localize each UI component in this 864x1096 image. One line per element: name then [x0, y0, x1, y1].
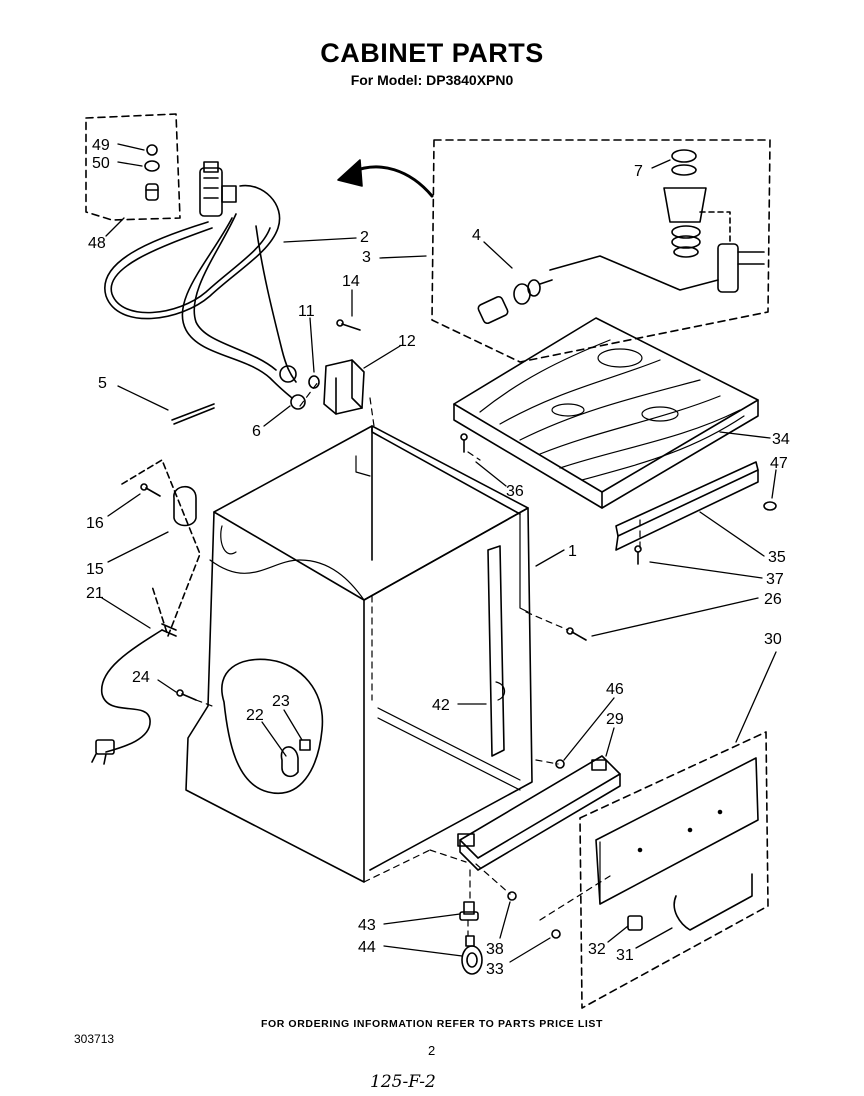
callout-47: 47 [770, 455, 788, 472]
part-47-screw [763, 501, 777, 511]
part-35-rail [615, 461, 759, 551]
callout-32: 32 [588, 941, 606, 958]
callout-numbers: 49 50 48 2 3 4 7 14 11 12 5 6 34 47 36 1… [86, 137, 790, 978]
callout-21: 21 [86, 585, 104, 602]
part-26-screw [566, 627, 587, 641]
group-box-30 [579, 731, 769, 1009]
callout-16: 16 [86, 515, 104, 532]
model-subtitle: For Model: DP3840XPN0 [350, 72, 514, 88]
part-15-strain-relief [173, 485, 197, 527]
part-42-channel [487, 545, 506, 757]
part-24-screw [176, 689, 197, 701]
callout-35: 35 [768, 549, 786, 566]
page-number: 2 [428, 1043, 436, 1058]
part-37-screw [634, 545, 642, 565]
part-46-screw [555, 759, 565, 769]
part-29-base-rail [457, 755, 621, 871]
part-16-screw [140, 483, 161, 497]
callout-23: 23 [272, 693, 290, 710]
callout-36: 36 [506, 483, 524, 500]
hose-assembly [104, 161, 306, 410]
direction-arrow [337, 159, 434, 198]
callout-31: 31 [616, 947, 634, 964]
callout-12: 12 [398, 333, 416, 350]
part-11-washer [308, 375, 320, 389]
part-14-screw [336, 319, 361, 331]
part-1-cabinet [185, 425, 533, 883]
document-number: 303713 [74, 1032, 115, 1046]
callout-26: 26 [764, 591, 782, 608]
callout-6: 6 [252, 423, 261, 440]
callout-3: 3 [362, 249, 371, 266]
callout-30: 30 [764, 631, 782, 648]
part-34-wood-top [453, 317, 759, 509]
ordering-info-note: FOR ORDERING INFORMATION REFER TO PARTS … [260, 1018, 604, 1030]
alignment-lines [195, 381, 641, 937]
leader-lines [101, 143, 777, 963]
callout-2: 2 [360, 229, 369, 246]
part-22-23-clamp [280, 739, 311, 778]
callout-44: 44 [358, 939, 376, 956]
part-7-valve-cap [549, 149, 765, 293]
callout-24: 24 [132, 669, 150, 686]
callout-48: 48 [88, 235, 106, 252]
cabinet-cutaway-opening [221, 658, 324, 795]
part-33-screw [551, 929, 561, 939]
callout-38: 38 [486, 941, 504, 958]
part-44-caster [461, 935, 483, 975]
callout-1: 1 [568, 543, 577, 560]
part-31-door-catch [673, 873, 753, 931]
callout-50: 50 [92, 155, 110, 172]
part-49-50-fittings [144, 144, 160, 201]
callout-5: 5 [98, 375, 107, 392]
callout-22: 22 [246, 707, 264, 724]
part-36-screw [460, 433, 468, 453]
callout-7: 7 [634, 163, 643, 180]
handwritten-note: 125-F-2 [370, 1072, 436, 1092]
part-21-power-cord [91, 459, 201, 765]
callout-15: 15 [86, 561, 104, 578]
part-12-bracket [323, 359, 365, 415]
callout-46: 46 [606, 681, 624, 698]
part-38-screw [507, 891, 517, 901]
group-box-3 [431, 139, 771, 363]
callout-42: 42 [432, 697, 450, 714]
page-title: CABINET PARTS [320, 38, 544, 68]
callout-29: 29 [606, 711, 624, 728]
callout-11: 11 [298, 303, 315, 320]
callout-4: 4 [472, 227, 481, 244]
callout-49: 49 [92, 137, 110, 154]
callout-43: 43 [358, 917, 376, 934]
callout-33: 33 [486, 961, 504, 978]
part-4-valve-insert [477, 279, 553, 325]
callout-14: 14 [342, 273, 360, 290]
part-43-leveling-leg [459, 901, 479, 921]
part-5-pin [171, 403, 215, 425]
callout-34: 34 [772, 431, 790, 448]
part-32-clip [627, 915, 643, 931]
callout-37: 37 [766, 571, 784, 588]
group-box-48 [85, 113, 181, 221]
